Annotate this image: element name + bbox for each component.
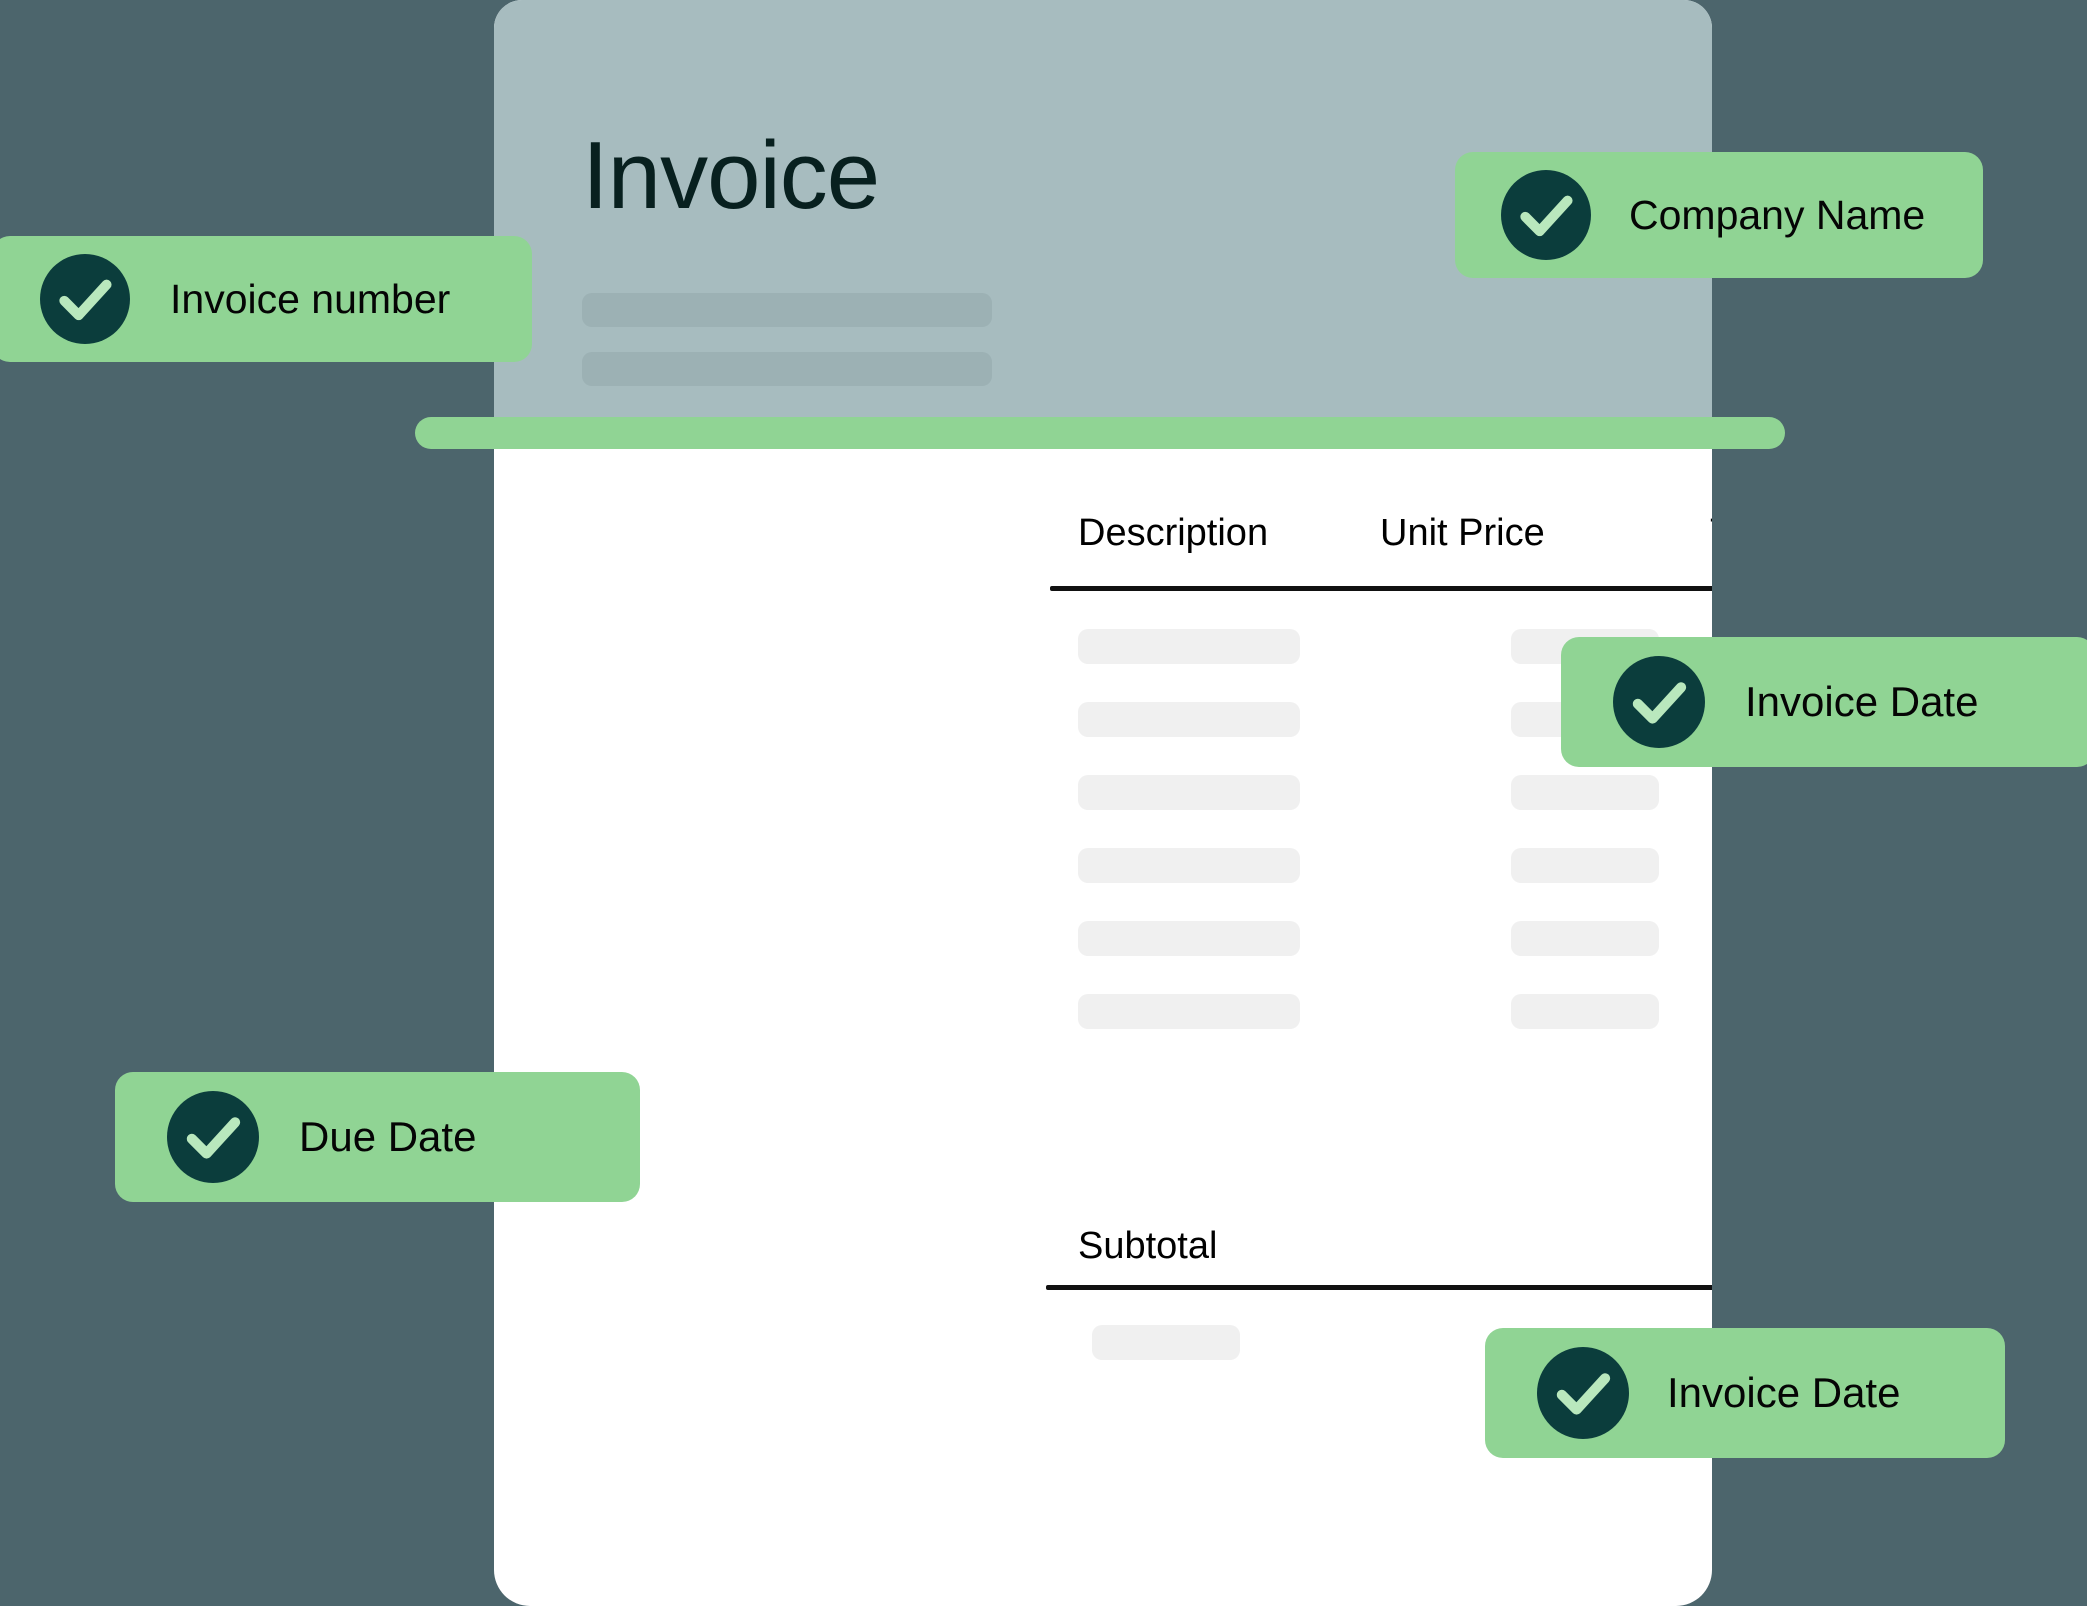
header-placeholder-bar-1 [582, 293, 992, 327]
skeleton-cell [1511, 921, 1659, 956]
check-circle-icon [1613, 656, 1705, 748]
check-circle-icon [1537, 1347, 1629, 1439]
badge-label: Due Date [299, 1113, 477, 1160]
skeleton-cell [1078, 921, 1300, 956]
skeleton-cell [1078, 702, 1300, 737]
green-divider-pill [415, 417, 1785, 449]
badge-invoice-date-upper[interactable]: Invoice Date [1561, 637, 2087, 767]
skeleton-cell [1078, 848, 1300, 883]
skeleton-cell [1078, 994, 1300, 1029]
badge-label: Company Name [1629, 191, 1926, 238]
skeleton-cell [1078, 775, 1300, 810]
badge-label: Invoice number [170, 275, 451, 322]
badge-label: Invoice Date [1745, 678, 1979, 725]
check-circle-icon [167, 1091, 259, 1183]
column-header-unit-price: Unit Price [1380, 512, 1545, 554]
skeleton-cell [1078, 629, 1300, 664]
page-title: Invoice [582, 122, 880, 229]
badge-due-date[interactable]: Due Date [115, 1072, 640, 1202]
skeleton-cell [1511, 775, 1659, 810]
badge-invoice-number[interactable]: Invoice number [0, 236, 532, 362]
column-header-description: Description [1078, 512, 1269, 554]
skeleton-cell [1511, 848, 1659, 883]
header-placeholder-bar-2 [582, 352, 992, 386]
subtotal-label: Subtotal [1078, 1225, 1218, 1267]
totals-divider [1046, 1285, 1712, 1290]
check-circle-icon [40, 254, 130, 344]
skeleton-cell [1511, 994, 1659, 1029]
badge-label: Invoice Date [1667, 1369, 1901, 1416]
check-circle-icon [1501, 170, 1591, 260]
subtotal-skeleton-value [1092, 1325, 1240, 1360]
badge-invoice-date-lower[interactable]: Invoice Date [1485, 1328, 2005, 1458]
table-header-divider [1050, 586, 1712, 591]
badge-company-name[interactable]: Company Name [1455, 152, 1983, 278]
table-header-row: Description Unit Price Total Price [1050, 512, 1712, 574]
column-header-total-price: Total Price [1710, 512, 1712, 555]
